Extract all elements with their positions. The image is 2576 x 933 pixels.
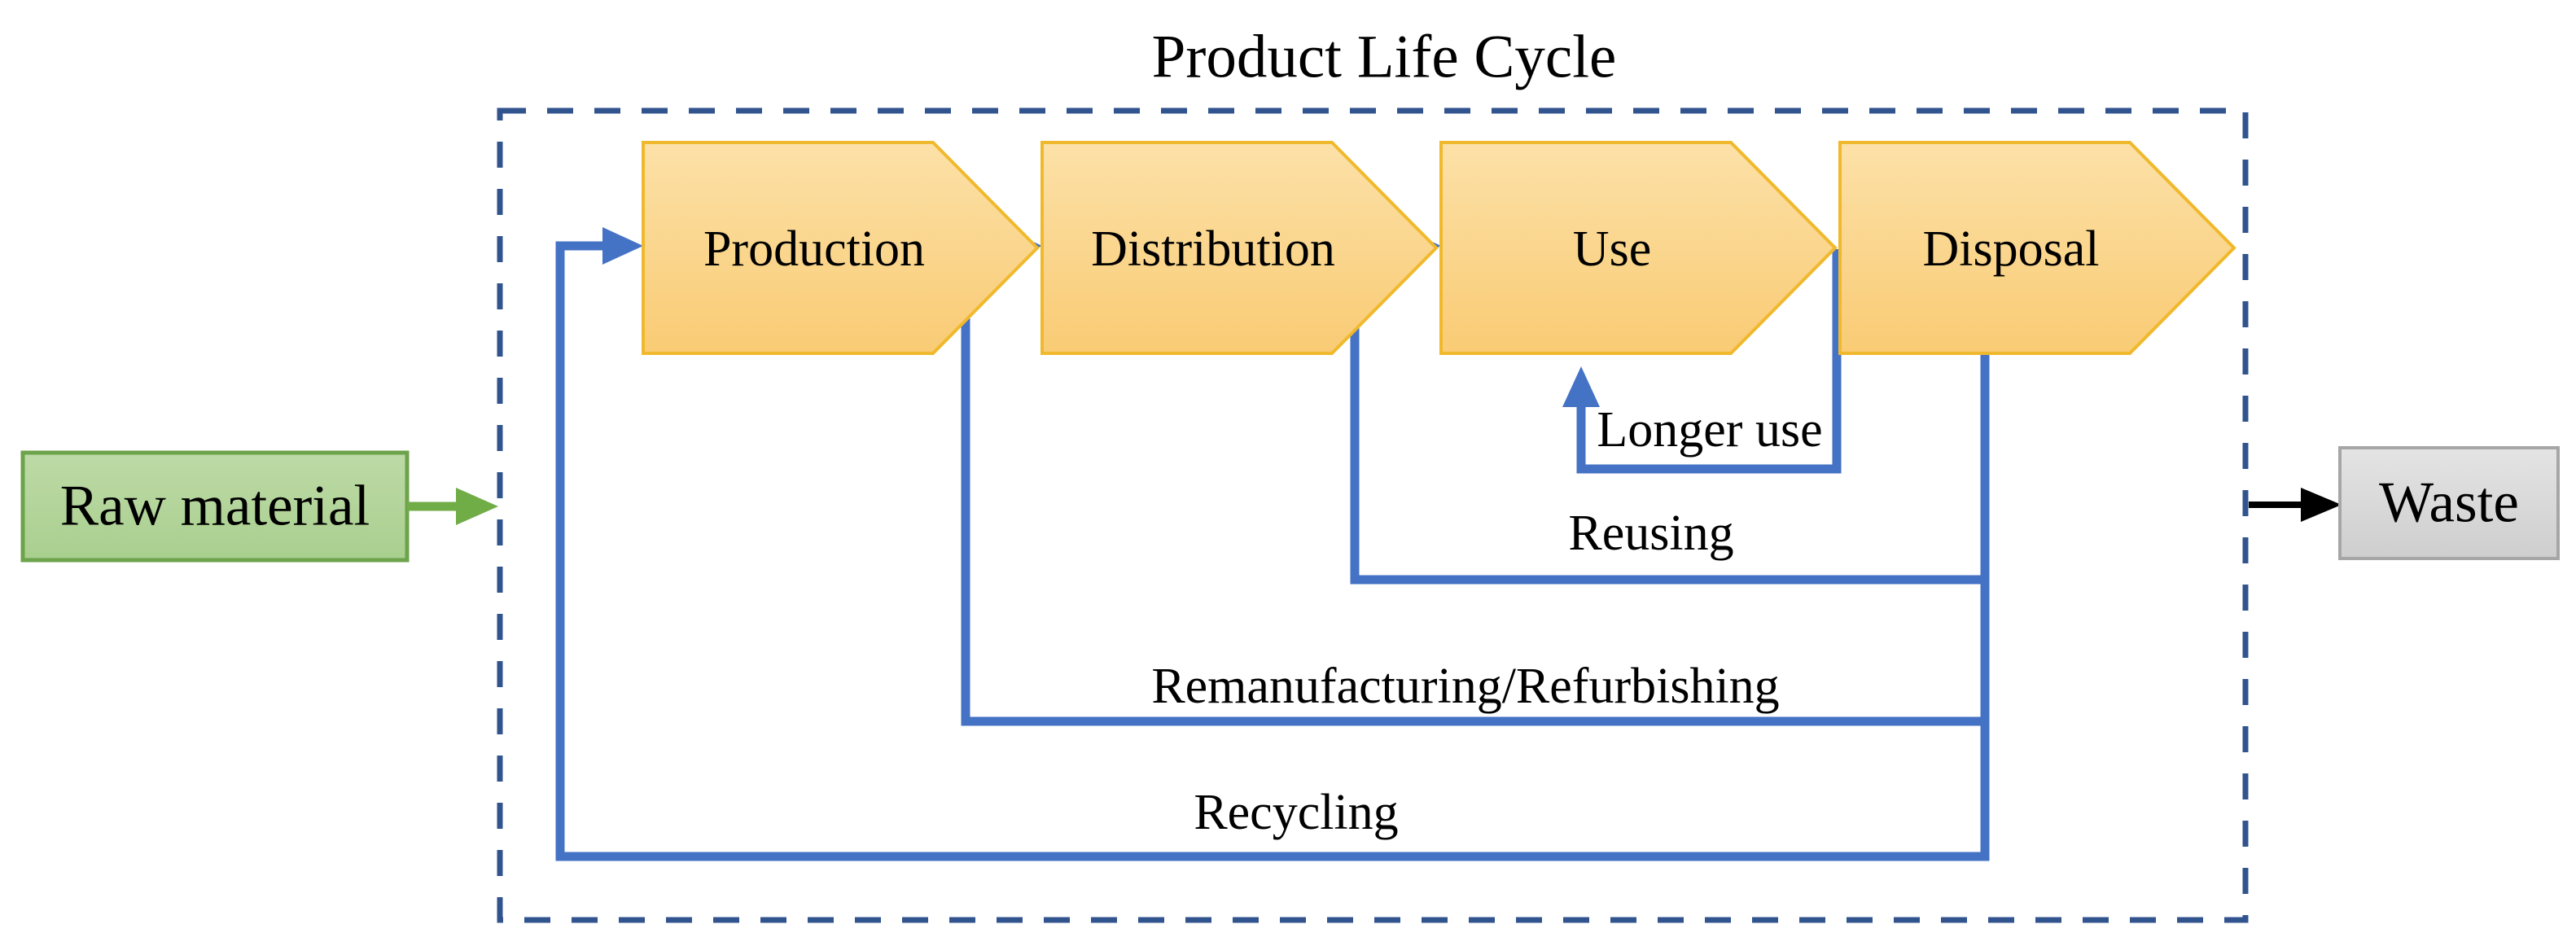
- stage-shape-use: [1439, 141, 1838, 355]
- stage-label-production: Production: [703, 221, 926, 277]
- loop-label-remanufacturing-refurbishing: Remanufacturing/Refurbishing: [1151, 659, 1780, 714]
- loop-label-longer-use: Longer use: [1597, 402, 1823, 458]
- longer-use-arrowhead-icon: [1562, 366, 1600, 407]
- recycling-loop-line: [555, 241, 1990, 861]
- raw-material-arrowhead-icon: [456, 488, 498, 525]
- stage-shape-disposal: [1838, 141, 2236, 355]
- recycling-arrowhead-icon: [602, 227, 643, 265]
- stage-shape-production: [642, 141, 1040, 355]
- raw-material-label: Raw material: [59, 474, 370, 538]
- stage-label-use: Use: [1572, 221, 1652, 277]
- longer-use-loop-line: [1576, 249, 1842, 474]
- loop-label-recycling: Recycling: [1194, 785, 1399, 840]
- diagram-title: Product Life Cycle: [1151, 23, 1617, 91]
- waste-label: Waste: [2379, 471, 2519, 535]
- stage-label-disposal: Disposal: [1922, 221, 2100, 277]
- waste-box: [2338, 446, 2560, 560]
- loop-label-reusing: Reusing: [1568, 506, 1734, 561]
- stage-label-distribution: Distribution: [1091, 221, 1335, 277]
- life-cycle-boundary-box: [497, 107, 2249, 923]
- stage-shape-distribution: [1040, 141, 1439, 355]
- waste-arrowhead-icon: [2301, 488, 2342, 522]
